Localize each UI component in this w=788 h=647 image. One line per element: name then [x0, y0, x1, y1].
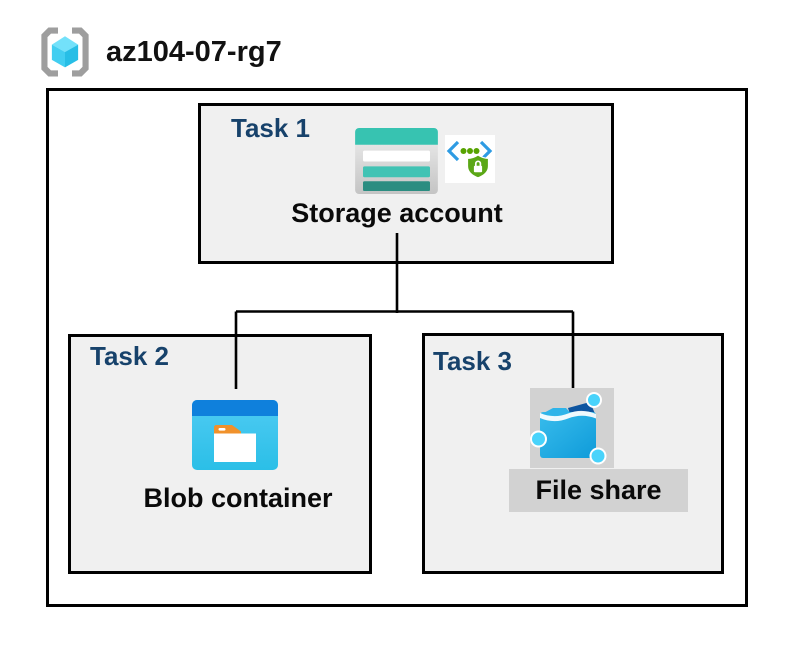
- task-2-box: Task 2 Blob container: [68, 334, 372, 574]
- task-3-label: Task 3: [433, 346, 513, 376]
- file-share-caption: File share: [535, 475, 662, 505]
- storage-account-caption: Storage account: [291, 198, 503, 228]
- resource-group-name: az104-07-rg7: [106, 36, 282, 68]
- task-2-label: Task 2: [90, 341, 170, 371]
- secure-access-icon: [445, 135, 495, 183]
- resource-group-icon: [41, 27, 89, 77]
- blob-container-icon: [192, 400, 278, 470]
- file-share-icon: [530, 392, 607, 465]
- task-3-box: Task 3 File share: [422, 333, 724, 574]
- blob-container-caption: Blob container: [143, 483, 333, 513]
- storage-account-icon: [355, 128, 438, 194]
- file-share-icon-highlight: [530, 388, 614, 468]
- task-1-box: Task 1 Storage account: [198, 103, 614, 264]
- file-share-caption-highlight: File share: [509, 469, 688, 512]
- task-1-label: Task 1: [231, 113, 311, 143]
